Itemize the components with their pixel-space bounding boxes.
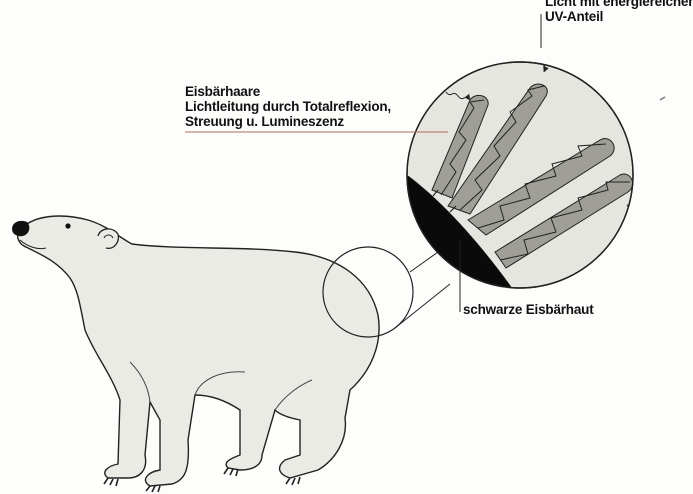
label-hair-line2: Lichtleitung durch Totalreflexion, bbox=[185, 99, 391, 114]
bear-body bbox=[18, 216, 379, 486]
label-skin: schwarze Eisbärhaut bbox=[463, 302, 594, 317]
label-uv-light-line2: UV-Anteil bbox=[545, 9, 693, 24]
label-uv-light: Licht mit energiereichem UV-Anteil bbox=[545, 0, 693, 24]
connector-line bbox=[410, 252, 438, 272]
scan-mark bbox=[660, 97, 665, 100]
label-hair-line3: Streuung u. Lumineszenz bbox=[185, 114, 391, 129]
bear-eye bbox=[65, 223, 70, 228]
polar-bear bbox=[12, 216, 379, 492]
label-hair: Eisbärhaare Lichtleitung durch Totalrefl… bbox=[185, 84, 391, 129]
label-hair-line1: Eisbärhaare bbox=[185, 84, 391, 99]
bear-nose bbox=[12, 221, 29, 236]
magnified-view bbox=[380, 40, 658, 300]
connector-line bbox=[395, 284, 450, 328]
label-uv-light-line1: Licht mit energiereichem bbox=[545, 0, 693, 9]
